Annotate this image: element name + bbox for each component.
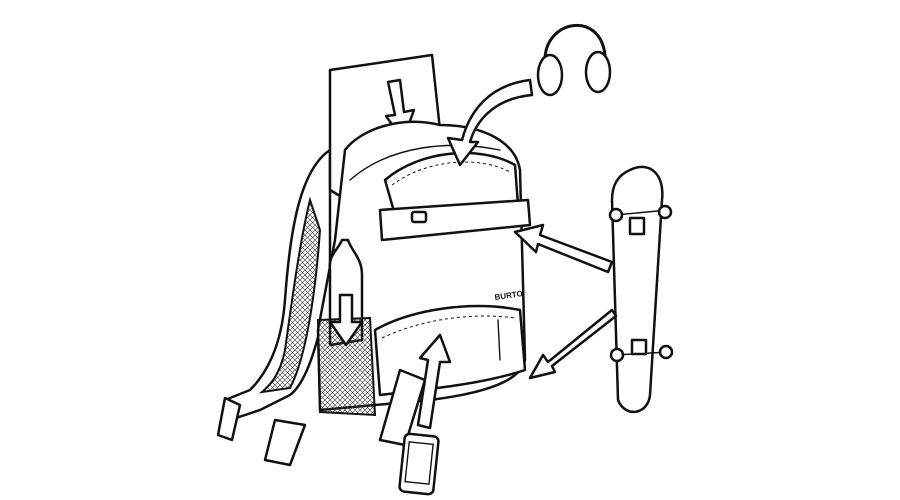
- arrow-left-icon: [528, 308, 618, 380]
- brand-logo: BURTO: [494, 289, 523, 302]
- water-bottle: [316, 238, 377, 417]
- arrow-down-icon: [328, 293, 364, 347]
- phone: [398, 333, 452, 496]
- headphones: [446, 24, 612, 167]
- curved-arrow-icon: [446, 78, 534, 167]
- skateboard: [513, 165, 674, 413]
- arrow-up-icon: [416, 333, 452, 430]
- shoulder-straps: [216, 148, 332, 467]
- strap-buckle-icon: [410, 210, 428, 224]
- compression-strap-upper: [378, 198, 532, 242]
- arrow-left-icon: [513, 223, 614, 274]
